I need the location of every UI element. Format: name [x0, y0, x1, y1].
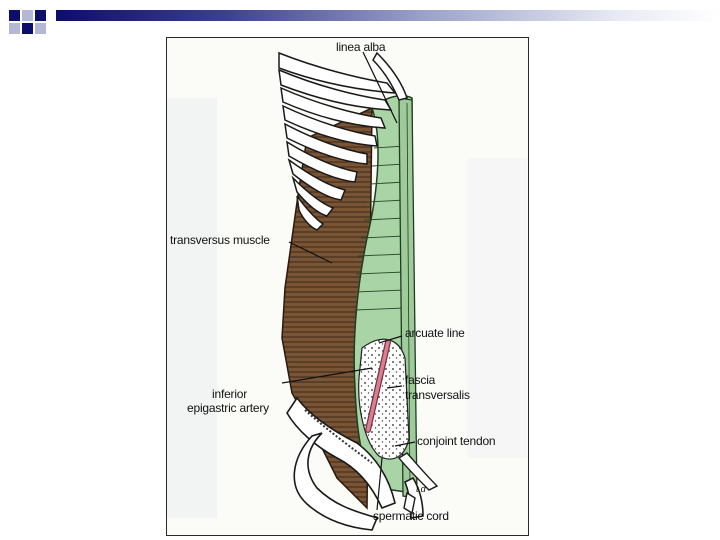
label-fascia-2: transversalis [405, 388, 470, 402]
deco-square [9, 23, 20, 34]
rib-cage [278, 51, 408, 231]
label-spermatic-cord: spermatic cord [373, 509, 449, 523]
leader-lines [281, 51, 416, 511]
label-inferior-epigastric-2: epigastric artery [187, 401, 269, 415]
artist-signature: t.d [416, 484, 426, 494]
anatomy-illustration [167, 51, 527, 531]
slide-corner-decoration [0, 0, 720, 40]
bone-fragments-right [397, 452, 439, 515]
label-linea-alba: linea alba [336, 40, 386, 54]
label-arcuate-line: arcuate line [405, 326, 465, 340]
deco-gradient-bar [56, 10, 720, 21]
deco-square [35, 23, 46, 34]
anatomy-figure: linea alba transversus muscle arcuate li… [166, 37, 529, 536]
deco-square [22, 23, 33, 34]
label-fascia-1: fascia [405, 373, 436, 387]
label-transversus-muscle: transversus muscle [170, 233, 270, 247]
deco-square [22, 10, 33, 21]
label-conjoint-tendon: conjoint tendon [417, 434, 496, 448]
inguinal-ligament [304, 409, 373, 464]
deco-square [35, 10, 46, 21]
deco-square [9, 10, 20, 21]
label-inferior-epigastric-1: inferior [212, 387, 248, 401]
background-text-ghost [167, 98, 527, 518]
